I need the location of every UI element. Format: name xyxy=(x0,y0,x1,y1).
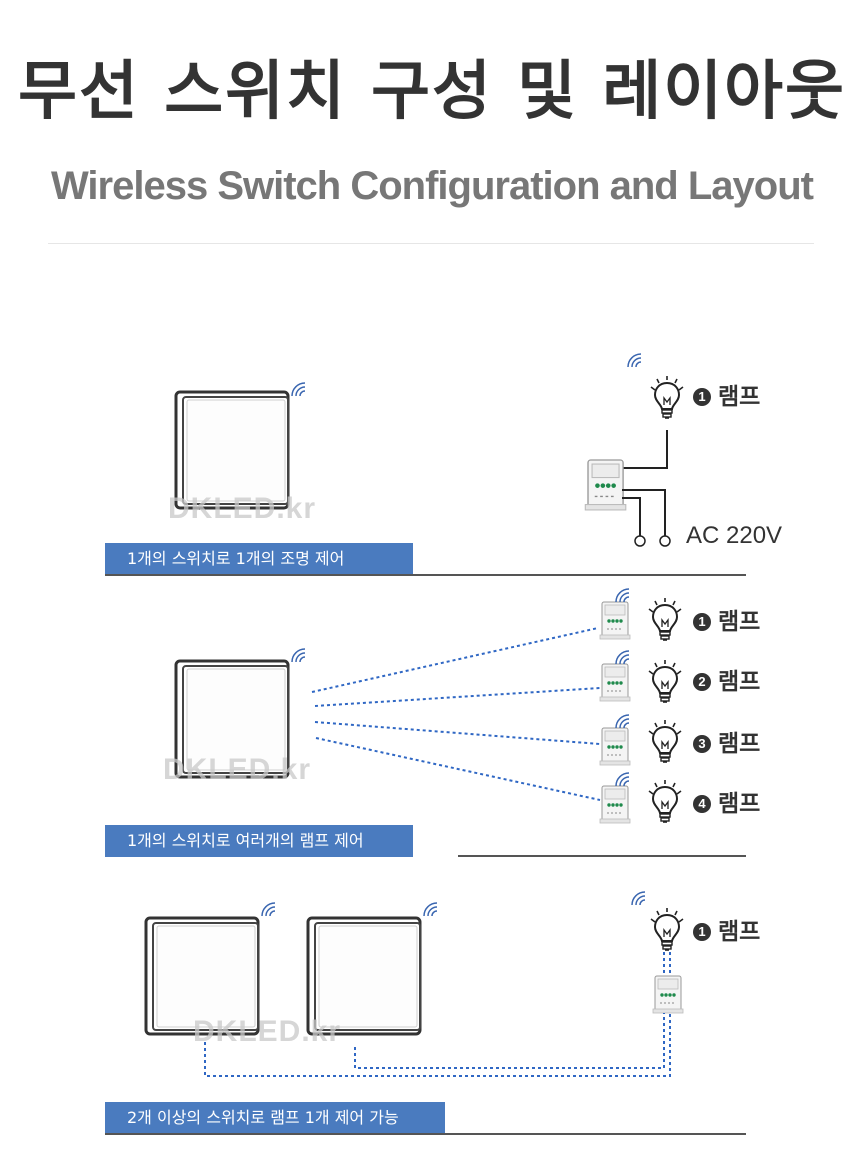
receiver-module-icon xyxy=(599,785,631,824)
wifi-icon xyxy=(631,891,646,906)
lamp-label: 램프 xyxy=(718,669,761,695)
bulb-icon xyxy=(650,375,684,419)
lamp-number-badge: 1 xyxy=(693,613,711,631)
lamp-number-badge: 4 xyxy=(693,795,711,813)
lamp-number-badge: 3 xyxy=(693,735,711,753)
wifi-icon xyxy=(261,902,276,917)
bulb-icon xyxy=(648,719,682,763)
receiver-module-icon xyxy=(599,663,631,702)
terminal-icon xyxy=(634,535,646,547)
title-divider xyxy=(48,243,814,244)
wifi-icon xyxy=(615,650,630,665)
receiver-module-icon xyxy=(584,459,627,511)
power-label: AC 220V xyxy=(686,522,783,549)
switch-panel-icon xyxy=(174,390,290,510)
section-2-caption: 1개의 스위치로 여러개의 램프 제어 xyxy=(105,825,413,857)
section-3-caption: 2개 이상의 스위치로 램프 1개 제어 가능 xyxy=(105,1102,445,1134)
lamp-label: 램프 xyxy=(718,609,761,635)
bulb-icon xyxy=(648,659,682,703)
section-1-diagram xyxy=(174,353,684,547)
section-2-diagram xyxy=(174,588,682,824)
wifi-icon xyxy=(423,902,438,917)
bulb-icon xyxy=(648,597,682,641)
lamp-label: 램프 xyxy=(718,384,761,410)
watermark: DKLED.kr xyxy=(193,1015,342,1048)
page-title-korean: 무선 스위치 구성 및 레이아웃 xyxy=(18,55,846,129)
section-1-caption: 1개의 스위치로 1개의 조명 제어 xyxy=(105,543,413,575)
lamp-number-badge: 1 xyxy=(693,923,711,941)
section-1-rule xyxy=(105,574,746,576)
receiver-module-icon xyxy=(599,727,631,766)
section-3-diagram xyxy=(144,891,684,1077)
watermark: DKLED.kr xyxy=(163,753,312,786)
wifi-icon xyxy=(291,648,306,663)
wifi-icon xyxy=(615,588,630,603)
wifi-icon xyxy=(615,714,630,729)
wifi-icon xyxy=(615,772,630,787)
bulb-icon xyxy=(650,907,684,951)
lamp-number-badge: 2 xyxy=(693,673,711,691)
wifi-icon xyxy=(627,353,642,368)
watermark: DKLED.kr xyxy=(168,492,317,525)
section-2-rule xyxy=(458,855,746,857)
page-title-english: Wireless Switch Configuration and Layout xyxy=(51,164,814,208)
terminal-icon xyxy=(659,535,671,547)
section-3-rule xyxy=(105,1133,746,1135)
bulb-icon xyxy=(648,779,682,823)
receiver-module-icon xyxy=(599,601,631,640)
lamp-label: 램프 xyxy=(718,919,761,945)
lamp-number-badge: 1 xyxy=(693,388,711,406)
wifi-icon xyxy=(291,382,306,397)
lamp-label: 램프 xyxy=(718,731,761,757)
receiver-module-icon xyxy=(652,975,684,1014)
lamp-label: 램프 xyxy=(718,791,761,817)
